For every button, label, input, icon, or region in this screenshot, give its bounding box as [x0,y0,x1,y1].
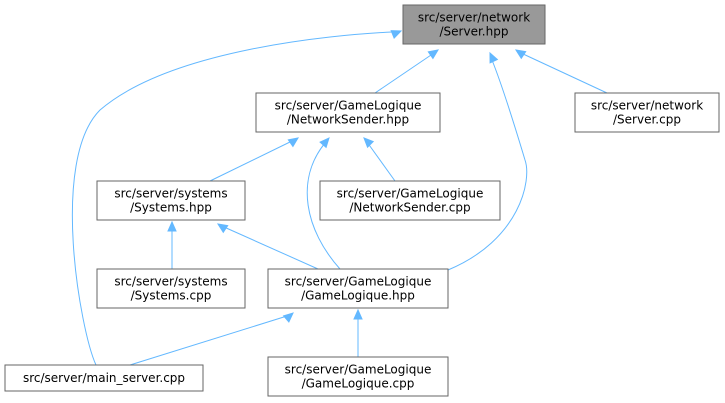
node-main-server-cpp[interactable]: src/server/main_server.cpp [4,364,204,392]
node-server-hpp[interactable]: src/server/network/Server.hpp [402,4,546,45]
node-label-line: src/server/GameLogique [285,363,432,377]
node-server-cpp[interactable]: src/server/network/Server.cpp [574,92,720,133]
edge-line [366,141,396,182]
node-label-line: /NetworkSender.hpp [287,113,409,127]
node-label-line: src/server/network [591,99,703,113]
node-label-line: /Server.cpp [613,113,681,127]
edge-arrowhead [427,49,440,60]
node-gamelogique-hpp[interactable]: src/server/GameLogique/GameLogique.hpp [267,268,449,309]
edge-arrowhead [390,30,403,39]
node-box[interactable] [319,180,501,221]
node-label-line: src/server/GameLogique [275,99,422,113]
edge-networksender_cpp-to-networksender_hpp [363,137,396,182]
edge-gamelogique_hpp-to-systems_hpp [216,223,319,270]
node-label-line: src/server/systems [114,187,227,201]
node-networksender-hpp[interactable]: src/server/GameLogique/NetworkSender.hpp [255,92,441,133]
edge-arrowhead [353,308,363,320]
node-label-line: src/server/systems [114,275,227,289]
node-box[interactable] [96,180,246,221]
node-label-line: /Systems.hpp [130,201,212,215]
edge-gamelogique_cpp-to-gamelogique_hpp [353,308,363,357]
node-label-line: /NetworkSender.cpp [349,201,470,215]
nodes-layer: src/server/network/Server.hppsrc/server/… [4,4,720,397]
edge-arrowhead [287,137,300,148]
node-label-line: /Systems.cpp [131,289,212,303]
node-networksender-cpp[interactable]: src/server/GameLogique/NetworkSender.cpp [319,180,501,221]
node-box[interactable] [96,268,246,309]
edge-networksender_hpp-to-server_hpp [374,49,440,94]
edge-arrowhead [514,49,527,60]
edge-line [129,315,288,366]
node-gamelogique-cpp[interactable]: src/server/GameLogique/GameLogique.cpp [267,356,449,397]
edge-arrowhead [167,220,177,232]
node-box[interactable] [402,4,546,45]
edge-gamelogique_hpp-to-server_hpp [447,51,528,271]
edge-systems_hpp-to-networksender_hpp [209,137,300,182]
edge-line [306,142,341,270]
node-label-line: src/server/GameLogique [285,275,432,289]
edge-arrowhead [216,223,229,234]
node-label-line: src/server/GameLogique [337,187,484,201]
edge-main_server_cpp-to-gamelogique_hpp [129,312,294,366]
edge-arrowhead [363,137,375,149]
edge-main_server_cpp-to-server_hpp [71,30,403,366]
edges-layer [71,30,608,366]
node-label-line: /GameLogique.hpp [301,289,415,303]
node-systems-cpp[interactable]: src/server/systems/Systems.cpp [96,268,246,309]
edge-arrowhead [319,137,330,149]
node-label-line: src/server/network [418,11,530,25]
edge-line [447,59,528,271]
edge-line [223,226,319,270]
node-box[interactable] [267,268,449,309]
node-systems-hpp[interactable]: src/server/systems/Systems.hpp [96,180,246,221]
edge-server_cpp-to-server_hpp [514,49,608,94]
edge-line [520,52,608,94]
node-label-line: src/server/main_server.cpp [23,371,185,385]
node-box[interactable] [267,356,449,397]
node-label-line: /Server.hpp [440,25,509,39]
node-box[interactable] [574,92,720,133]
edge-line [71,31,393,366]
node-box[interactable] [255,92,441,133]
edge-line [374,52,435,94]
node-box[interactable] [4,364,204,392]
edge-arrowhead [489,51,499,64]
edge-gamelogique_hpp-to-networksender_hpp [306,137,341,270]
edge-arrowhead [282,312,294,323]
edge-systems_cpp-to-systems_hpp [167,220,177,269]
edge-line [209,140,293,182]
node-label-line: /GameLogique.cpp [302,377,415,391]
